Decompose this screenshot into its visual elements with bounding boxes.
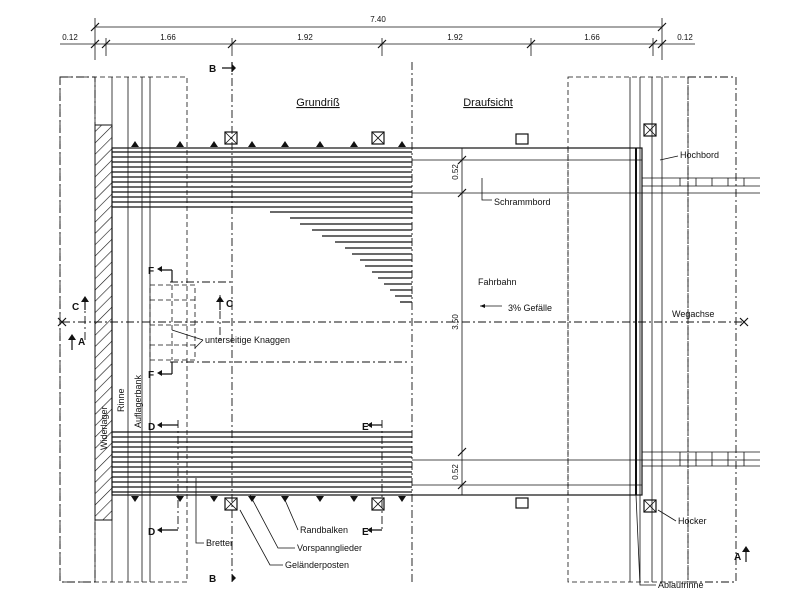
label-gefaelle: 3% Gefälle	[508, 303, 552, 313]
label-knaggen: unterseitige Knaggen	[205, 335, 290, 345]
section-b-top: B	[209, 64, 216, 75]
vdim-1: 0.52	[451, 164, 460, 180]
deck-outline	[111, 147, 760, 496]
vertical-dimensions: 0.52 3.50 0.52	[451, 148, 467, 495]
section-d-bottom: D	[148, 527, 155, 538]
vdim-2: 3.50	[451, 314, 460, 330]
post-box-icon	[371, 497, 385, 511]
label-bretter: Bretter	[206, 538, 233, 548]
section-d-top: D	[148, 422, 155, 433]
top-view-title: Draufsicht	[463, 97, 513, 109]
label-widerlager: Widerlager	[99, 406, 109, 450]
section-f-bottom: F	[148, 370, 154, 381]
section-b-bottom: B	[209, 574, 216, 585]
section-a-right: A	[734, 552, 741, 563]
section-f-top: F	[148, 266, 154, 277]
section-markers: B B C C A A F F D D E E	[68, 62, 750, 585]
right-abutment	[567, 76, 737, 583]
label-auflagerbank: Auflagerbank	[133, 374, 143, 428]
posts-bottom	[131, 496, 657, 513]
center-lines	[57, 62, 749, 585]
label-schrammbord: Schrammbord	[494, 197, 551, 207]
post-box-icon	[371, 131, 385, 145]
dim-seg-5: 1.66	[584, 33, 600, 42]
label-fahrbahn: Fahrbahn	[478, 277, 517, 287]
left-abutment	[59, 76, 188, 583]
label-vorspannglieder: Vorspannglieder	[297, 543, 362, 553]
planks-bottom	[112, 431, 412, 493]
dim-seg-4: 1.92	[447, 33, 463, 42]
labels: Hochbord Schrammbord Fahrbahn 3% Gefälle…	[99, 150, 719, 590]
label-hocker: Hocker	[678, 516, 707, 526]
posts-top	[131, 123, 657, 147]
label-hochbord: Hochbord	[680, 150, 719, 160]
dim-seg-3: 1.92	[297, 33, 313, 42]
vdim-3: 0.52	[451, 464, 460, 480]
dim-overall: 7.40	[370, 15, 386, 24]
label-gelaenderpfosten: Geländerposten	[285, 560, 349, 570]
label-wegachse: Wegachse	[672, 309, 714, 319]
post-box-icon	[224, 497, 238, 511]
post-box-icon	[224, 131, 238, 145]
dim-seg-6: 0.12	[677, 33, 693, 42]
dimension-chain: 7.40 0.12 1.66 1.92 1.92 1.66 0.12	[60, 15, 695, 60]
label-randbalken: Randbalken	[300, 525, 348, 535]
dim-seg-1: 0.12	[62, 33, 78, 42]
abutment-hatch	[94, 124, 113, 521]
section-c-left: C	[72, 302, 79, 313]
section-e-bottom: E	[362, 527, 369, 538]
dim-seg-2: 1.66	[160, 33, 176, 42]
knaggen-boxes	[149, 284, 196, 361]
section-a-left: A	[78, 337, 85, 348]
planks-top	[112, 151, 412, 303]
label-ablaufrinne: Ablaufrinne	[658, 580, 704, 590]
section-c-right: C	[226, 299, 233, 310]
section-e-top: E	[362, 422, 369, 433]
plan-title: Grundriß	[296, 97, 340, 109]
label-rinne: Rinne	[116, 388, 126, 412]
